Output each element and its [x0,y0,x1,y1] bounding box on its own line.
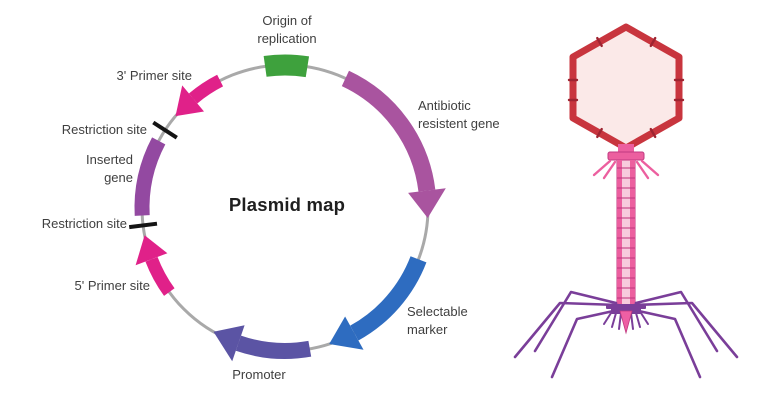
base-spike [611,312,617,328]
label-origin-of-replication: Origin of replication [257,13,317,46]
bacteriophage [513,23,739,379]
phage-collar [607,151,645,161]
label-primer3: 3' Primer site [116,68,192,83]
selectable-marker-arrow-body [350,256,427,341]
phage-neck [618,144,634,154]
inserted-gene-segment [134,137,166,216]
primer5-arrowhead [135,235,168,266]
base-spike [635,312,641,328]
tail-fiber-left-upper [513,301,620,359]
base-spike [630,312,634,330]
tail-strip [630,160,635,306]
label-antibiotic-gene: Antibiotic resistent gene [418,98,500,131]
phage-tail-fibers [513,290,739,379]
capsid-tick [596,127,603,139]
promoter-arrow-body [235,335,312,359]
tail-fiber-left-lower [550,308,620,379]
origin-of-replication-segment [263,54,310,78]
whisker [635,160,650,180]
restriction-site-tick-lower [128,221,158,230]
phage-tail-spike [619,310,633,335]
phage-tail-strips [617,160,635,306]
antibiotic-gene-arrow-body [341,70,436,192]
phage-base-spikes [603,312,649,330]
tail-fiber-right-mid [634,290,719,353]
phage-head [569,23,683,152]
base-spike [603,312,612,325]
label-promoter: Promoter [232,367,286,382]
promoter-arrowhead [213,325,245,362]
phage-capsid-ticks [567,36,685,139]
label-restriction-site-upper: Restriction site [61,122,147,137]
tail-fiber-right-lower [632,308,702,379]
phage-tail-rungs [617,167,635,299]
capsid-tick [649,127,657,139]
whisker [640,159,660,177]
capsid-tick [649,36,657,48]
label-restriction-site-lower: Restriction site [41,216,127,231]
primer3-arrowhead [175,85,204,117]
capsid-tick [596,36,603,48]
selectable-marker-arrowhead [329,316,364,350]
phage-head-group [569,23,683,152]
tail-fiber-left-mid [533,290,618,353]
restriction-site-tick-upper [152,120,178,140]
antibiotic-gene-arrowhead [408,188,446,218]
whisker [592,159,612,177]
label-primer5: 5' Primer site [74,278,150,293]
primer5-arrow-body [145,256,175,296]
label-selectable-marker: Selectable marker [407,304,468,337]
tail-strip [617,160,622,306]
base-spike [640,312,649,325]
primer3-arrow-body [188,74,224,104]
plasmid-map [128,54,446,362]
tail-fiber-right-upper [632,301,739,359]
base-spike [618,312,622,330]
phage-whiskers [592,159,660,180]
whisker [602,160,617,180]
plasmid-title: Plasmid map [228,194,346,215]
label-inserted-gene: Inserted gene [86,152,133,185]
